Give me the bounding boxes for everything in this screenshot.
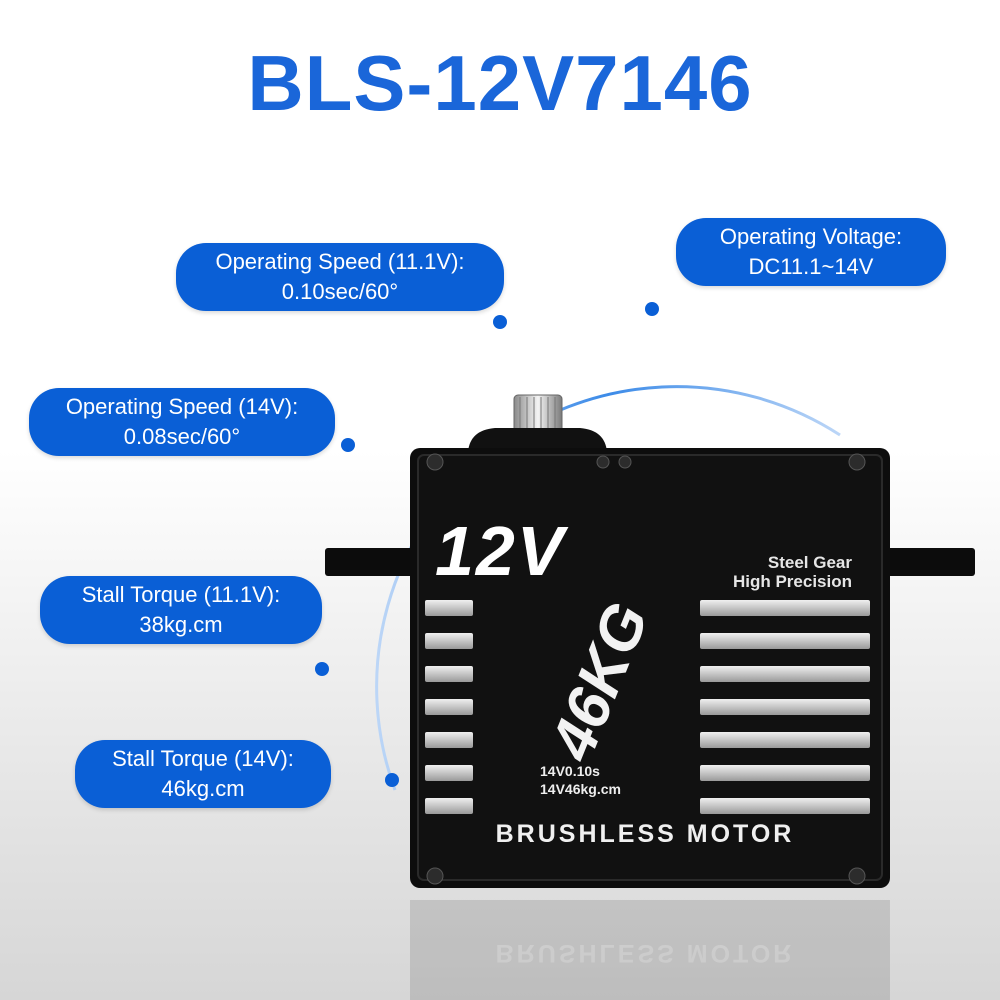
spec-speed-14v-value: 0.08sec/60° (123, 424, 241, 449)
spec-speed-11v-value: 0.10sec/60° (281, 279, 399, 304)
gear-housing (468, 428, 607, 452)
spec-voltage: Operating Voltage: DC11.1~14V (676, 218, 946, 286)
spec-torque-11v-value: 38kg.cm (139, 612, 223, 637)
spec-voltage-label: Operating Voltage: (719, 224, 903, 249)
arc-dot (493, 315, 507, 329)
screw (426, 453, 444, 471)
servo-logo: 12V (435, 512, 569, 590)
spec-speed-14v: Operating Speed (14V): 0.08sec/60° (29, 388, 335, 456)
spec-torque-11v-label: Stall Torque (11.1V): (81, 582, 281, 607)
spec-speed-11v: Operating Speed (11.1V): 0.10sec/60° (176, 243, 504, 311)
arc-dot (385, 773, 399, 787)
spec-speed-11v-label: Operating Speed (11.1V): (215, 249, 465, 274)
screw (848, 453, 866, 471)
spec-torque-11v: Stall Torque (11.1V): 38kg.cm (40, 576, 322, 644)
spec-voltage-value: DC11.1~14V (748, 254, 874, 279)
spec-speed-14v-label: Operating Speed (14V): (65, 394, 299, 419)
screw (848, 867, 866, 885)
mount-tab-right (880, 548, 975, 576)
arc-dot (315, 662, 329, 676)
arc-dot (645, 302, 659, 316)
servo-spec-1: 14V0.10s (540, 763, 600, 779)
spec-torque-14v-value: 46kg.cm (161, 776, 245, 801)
servo-feature-1: Steel Gear (768, 553, 852, 572)
servo-spec-2: 14V46kg.cm (540, 781, 621, 797)
spec-torque-14v: Stall Torque (14V): 46kg.cm (75, 740, 331, 808)
servo-motor-label: BRUSHLESS MOTOR (496, 820, 795, 848)
cooling-fins-right (700, 600, 870, 814)
servo-reflection: BRUSHLESS MOTOR (410, 900, 890, 1000)
svg-text:BRUSHLESS MOTOR: BRUSHLESS MOTOR (496, 939, 795, 967)
servo-feature-2: High Precision (733, 572, 852, 591)
mount-tab-left (325, 548, 420, 576)
arc-dot (341, 438, 355, 452)
screw (426, 867, 444, 885)
product-title: BLS-12V7146 (247, 39, 753, 127)
spec-torque-14v-label: Stall Torque (14V): (112, 746, 294, 771)
cooling-fins-left (425, 600, 473, 814)
